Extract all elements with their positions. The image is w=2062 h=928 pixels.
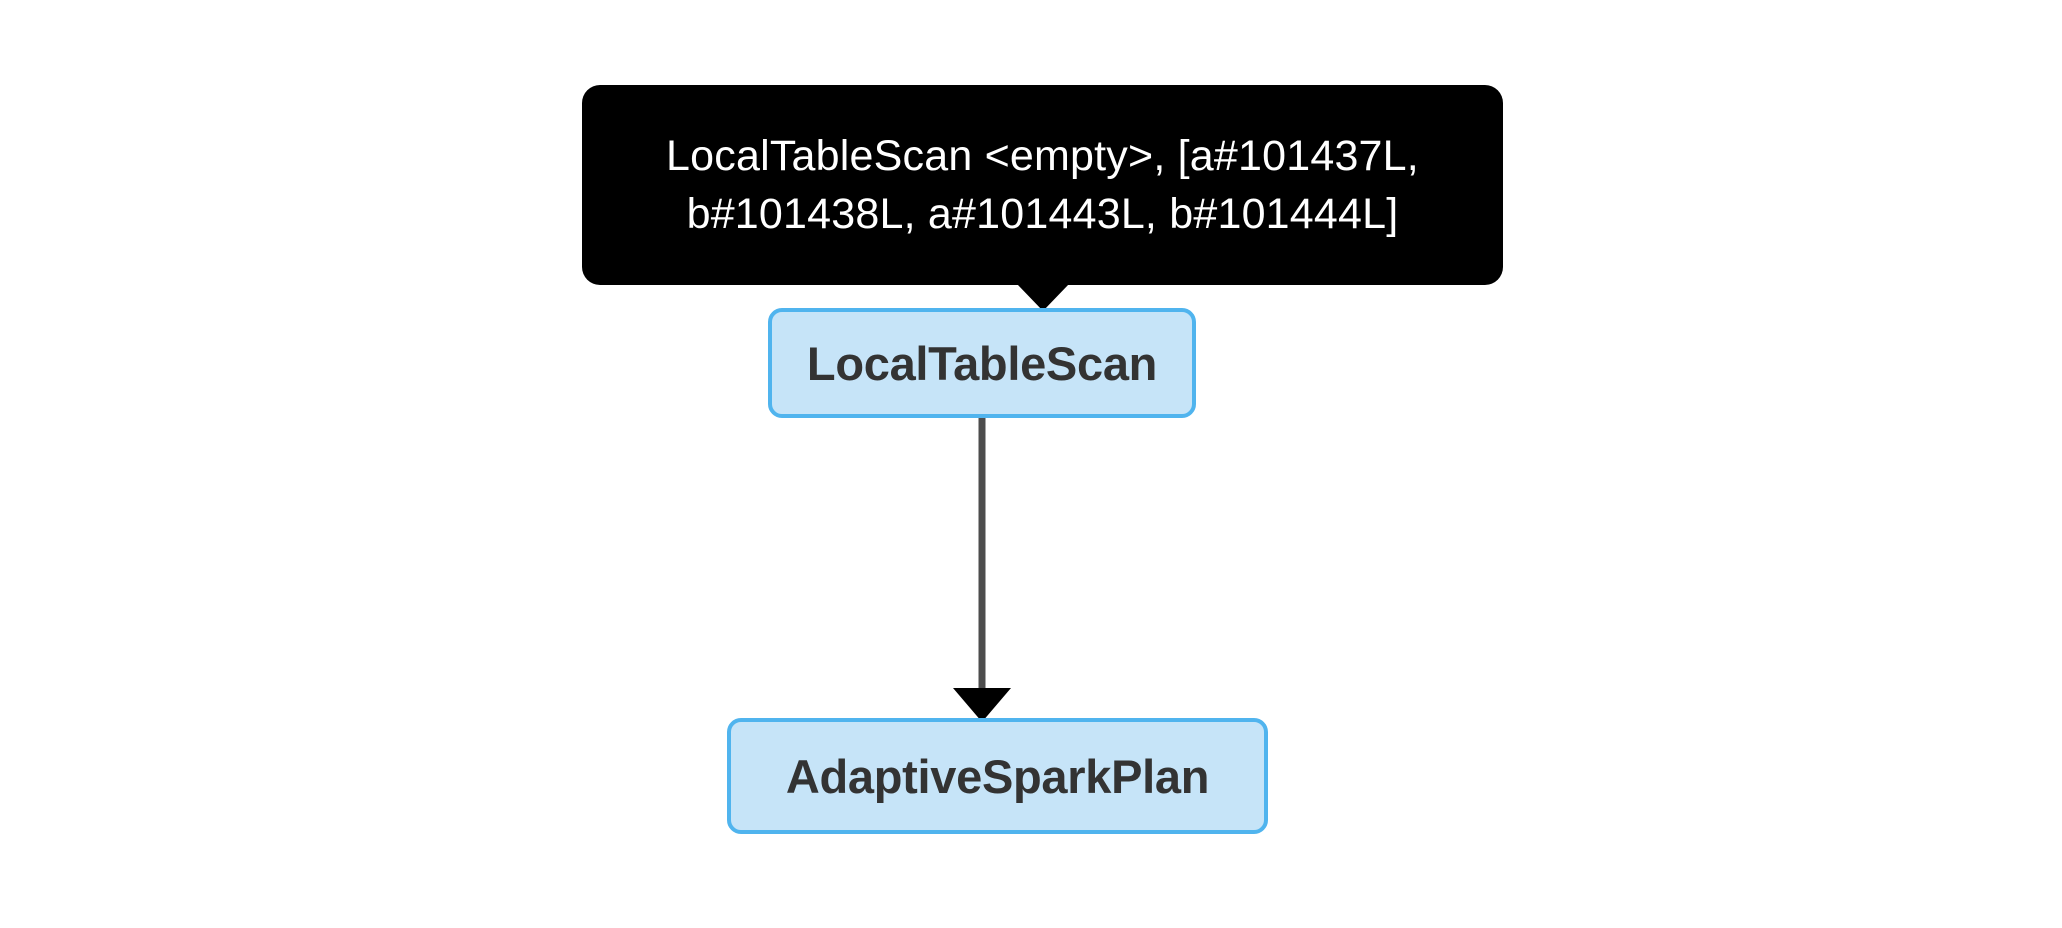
plan-node-adaptivesparkplan[interactable]: AdaptiveSparkPlan bbox=[727, 718, 1268, 834]
edge-localtablescan-to-adaptivesparkplan bbox=[953, 418, 1011, 722]
node-tooltip: LocalTableScan <empty>, [a#101437L, b#10… bbox=[582, 85, 1503, 311]
plan-node-label: LocalTableScan bbox=[806, 336, 1158, 390]
plan-node-label: AdaptiveSparkPlan bbox=[785, 749, 1210, 803]
plan-node-localtablescan[interactable]: LocalTableScan bbox=[768, 308, 1196, 418]
node-tooltip-text: LocalTableScan <empty>, [a#101437L, b#10… bbox=[666, 131, 1419, 238]
tooltip-pointer-icon bbox=[1016, 284, 1069, 311]
edge-arrowhead-icon bbox=[953, 688, 1011, 722]
